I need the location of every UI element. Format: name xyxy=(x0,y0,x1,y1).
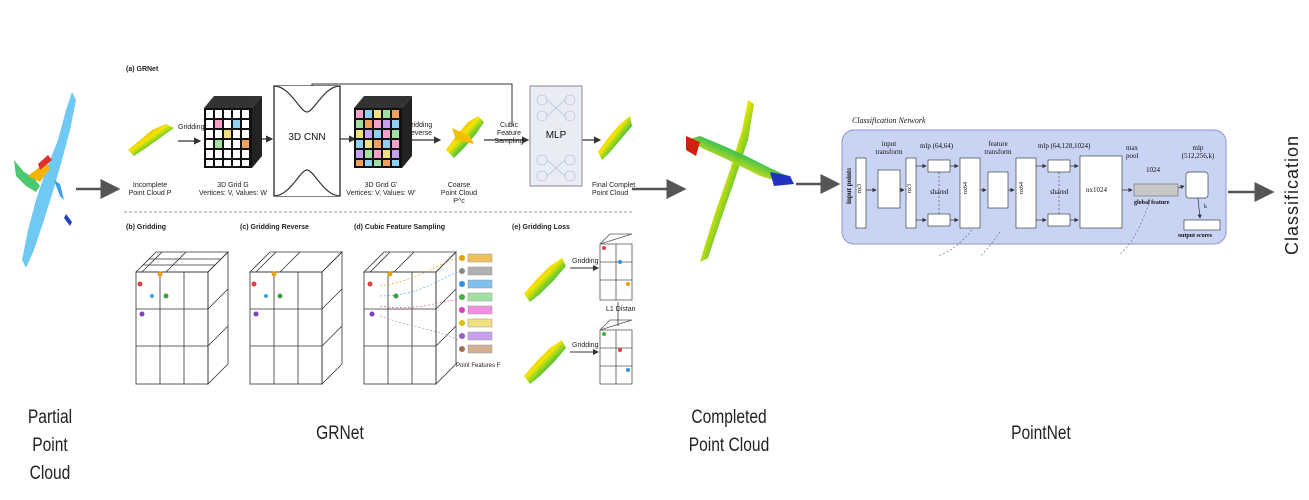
grid2-label: 3D Grid G'Vertices: V, Values: W' xyxy=(346,182,416,197)
nx1024-label: nx1024 xyxy=(1086,186,1107,194)
completed-point-cloud-image xyxy=(686,100,794,262)
pointnet-figure xyxy=(841,129,1227,257)
k-label: k xyxy=(1204,204,1207,210)
point-feature-bars xyxy=(459,253,493,354)
gridding-label: Gridding xyxy=(178,124,205,131)
input-points-label: input points xyxy=(845,168,853,204)
grid-3d-input xyxy=(204,96,262,168)
cnn-label: 3D CNN xyxy=(288,132,326,143)
nx3-a: nx3 xyxy=(857,184,863,193)
loss-gridding-label-2: Gridding xyxy=(572,342,599,349)
mlp2-label: mlp (64,128,1024) xyxy=(1038,142,1091,150)
pointnet-title: Classification Network xyxy=(852,116,926,125)
panel-d-title: (d) Cubic Feature Sampling xyxy=(354,224,446,231)
cubic-sampling-cube xyxy=(363,251,457,385)
l1-distance-label: L1 Distan xyxy=(606,306,636,313)
point-features-label: Point Features F xyxy=(456,363,501,369)
caption-grnet: GRNet xyxy=(316,423,364,444)
caption-classification: Classification xyxy=(1282,134,1302,256)
nx64-a: nx64 xyxy=(963,182,969,194)
shared1-label: shared xyxy=(930,188,949,196)
nx3-b: nx3 xyxy=(907,184,913,193)
grid-3d-output xyxy=(354,96,412,168)
loss-gridding-label-1: Gridding xyxy=(572,258,599,265)
gridding-cube xyxy=(135,251,229,385)
panel-c-title: (c) Gridding Reverse xyxy=(240,224,309,231)
panel-e-title: (e) Gridding Loss xyxy=(512,224,570,231)
partial-point-cloud-image xyxy=(14,92,76,268)
mlp-label: MLP xyxy=(545,130,567,141)
shared2-label: shared xyxy=(1050,188,1069,196)
dim1024-label: 1024 xyxy=(1146,166,1160,174)
grnet-title-a: (a) GRNet xyxy=(126,66,159,73)
global-feature-label: global feature xyxy=(1134,200,1170,206)
grnet-figure xyxy=(124,83,633,385)
caption-pointnet: PointNet xyxy=(1011,423,1071,444)
mlp1-label: mlp (64,64) xyxy=(920,142,954,150)
output-scores-label: output scores xyxy=(1178,233,1213,239)
cnn-hourglass-shape xyxy=(273,85,341,197)
panel-b-title: (b) Gridding xyxy=(126,224,167,231)
nx64-b: nx64 xyxy=(1019,182,1025,194)
gridding-reverse-cube xyxy=(249,251,343,385)
mlp3-label: mlp(512,256,k) xyxy=(1181,144,1215,160)
